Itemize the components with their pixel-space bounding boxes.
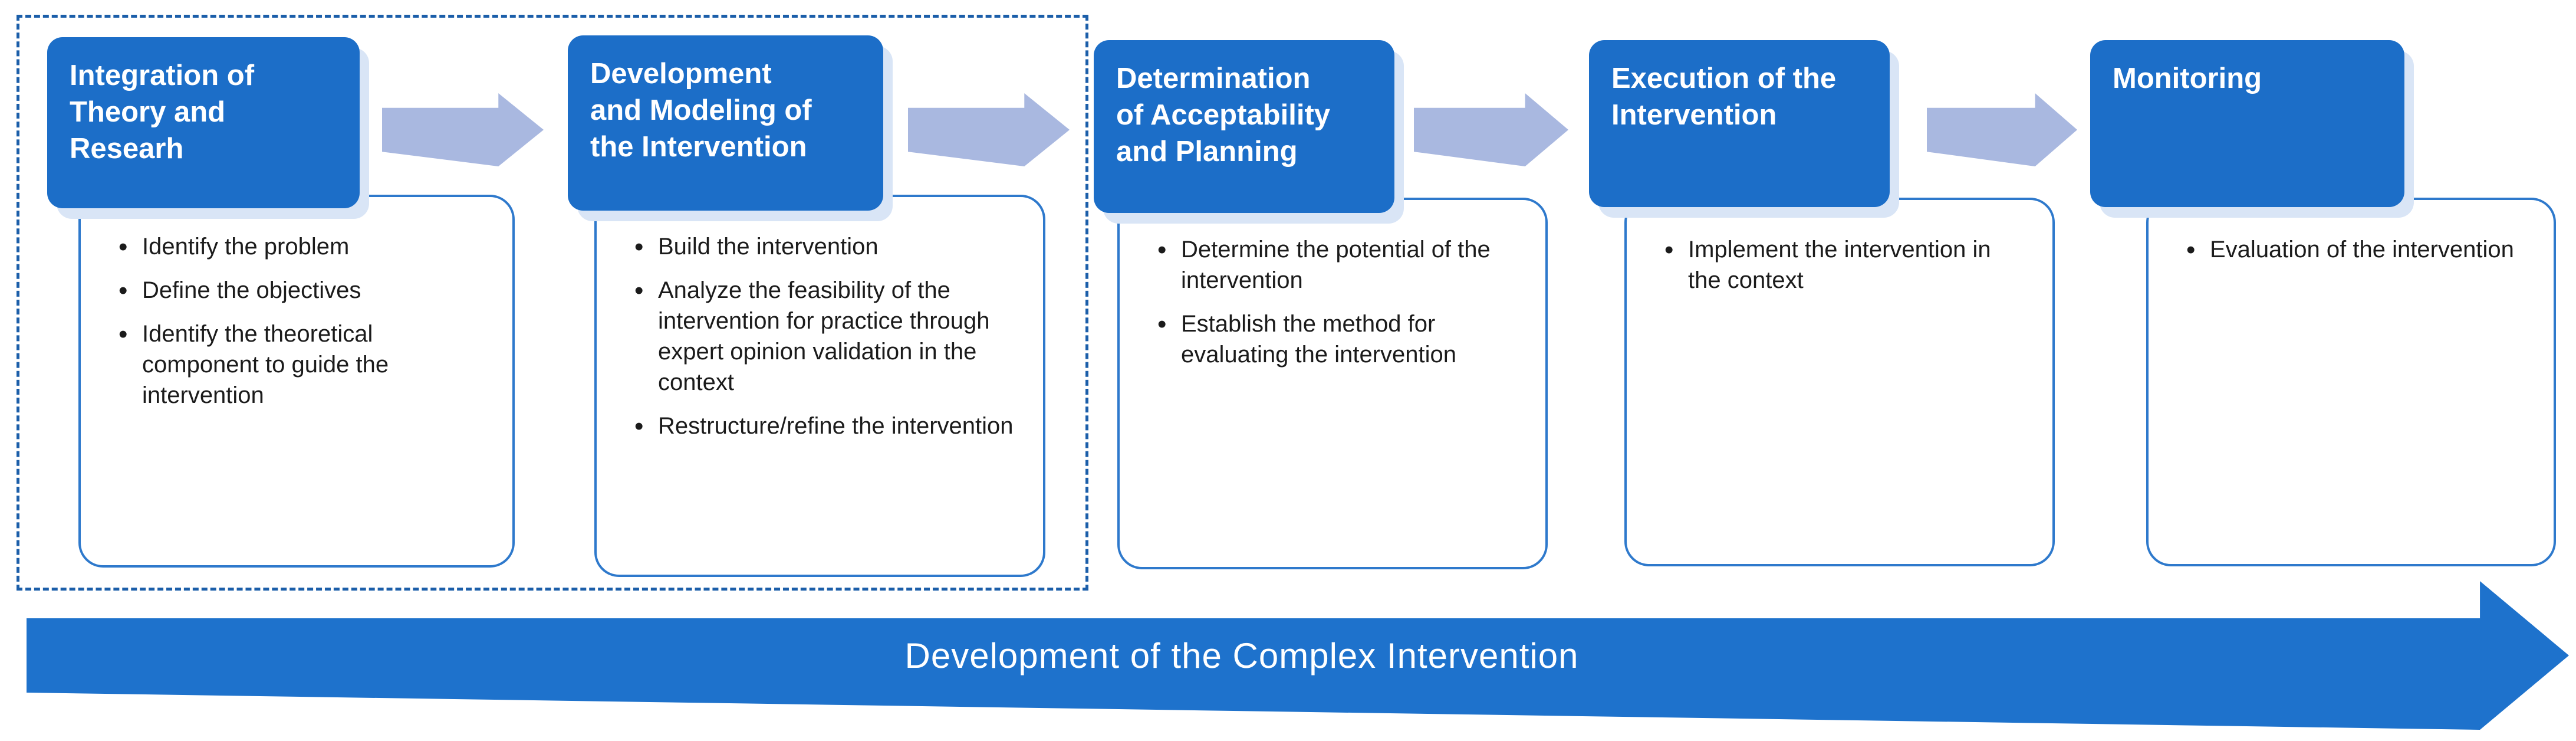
flow-arrow-icon: [1927, 93, 2077, 166]
stage-1-title-line: Integration of: [70, 60, 255, 91]
stage-4-title-line: Execution of the: [1611, 63, 1837, 94]
bottom-arrow: Development of the Complex Intervention: [27, 581, 2569, 730]
bullet-item: Evaluation of the intervention: [2183, 233, 2531, 267]
stage-4-card: Implement the intervention in the contex…: [1624, 198, 2055, 566]
bullet-item: Identify the theoretical component to gu…: [115, 317, 490, 411]
stage-2-title-line: Development: [590, 58, 772, 90]
bullet-item: Define the objectives: [115, 274, 490, 307]
stage-4-bullet-list: Implement the intervention in the contex…: [1627, 200, 2052, 296]
stage-3-title-line: Determination: [1116, 63, 1311, 94]
stage-3-bullet-list: Determine the potential of the intervent…: [1120, 200, 1545, 370]
stage-1-bullet-list: Identify the problem Define the objectiv…: [81, 197, 512, 411]
stage-3-header: Determination of Acceptability and Plann…: [1094, 40, 1394, 213]
bullet-item: Identify the problem: [115, 230, 490, 264]
flow-arrow-icon: [1414, 93, 1568, 166]
phase-group-dashed-border: [17, 15, 1088, 591]
bullet-item: Build the intervention: [631, 230, 1021, 264]
stage-4-header: Execution of the Intervention: [1589, 40, 1890, 207]
bullet-item: Implement the intervention in the contex…: [1661, 233, 2030, 296]
bullet-item: Analyze the feasibility of the intervent…: [631, 274, 1021, 398]
stage-2-title-line: and Modeling of: [590, 94, 812, 127]
bullet-item: Establish the method for evaluating the …: [1154, 307, 1523, 370]
stage-2-header: Development and Modeling of the Interven…: [568, 35, 883, 211]
stage-1-title-line: Researh: [70, 133, 184, 165]
stage-1-header: Integration of Theory and Researh: [47, 37, 360, 208]
stage-3-card: Determine the potential of the intervent…: [1117, 198, 1548, 569]
stage-2-card: Build the intervention Analyze the feasi…: [594, 195, 1045, 577]
bullet-item: Restructure/refine the intervention: [631, 409, 1021, 443]
stage-1-title-line: Theory and: [70, 96, 226, 129]
stage-1-card: Identify the problem Define the objectiv…: [78, 195, 515, 568]
stage-2-title-line: the Intervention: [590, 131, 807, 163]
stage-5-bullet-list: Evaluation of the intervention: [2149, 200, 2554, 267]
stage-3-title-line: of Acceptability: [1116, 99, 1331, 132]
bullet-item: Determine the potential of the intervent…: [1154, 233, 1523, 296]
stage-4-title-line: Intervention: [1611, 99, 1777, 132]
stage-2-bullet-list: Build the intervention Analyze the feasi…: [597, 197, 1043, 443]
stage-3-title-line: and Planning: [1116, 136, 1298, 168]
stage-5-card: Evaluation of the intervention: [2146, 198, 2556, 566]
stage-5-header: Monitoring: [2090, 40, 2404, 207]
stage-5-title-line: Monitoring: [2113, 63, 2262, 94]
bottom-arrow-label: Development of the Complex Intervention: [904, 635, 1579, 676]
